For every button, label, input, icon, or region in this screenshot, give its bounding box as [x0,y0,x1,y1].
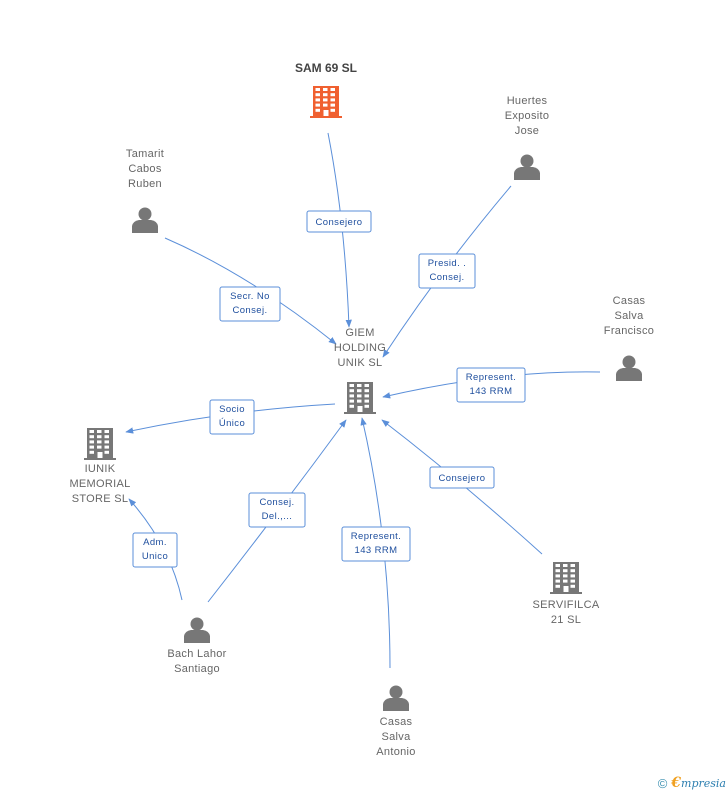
person-icon [383,685,409,711]
edge-label-box [132,532,178,568]
edge-label-box [418,253,476,289]
node-label: Tamarit [126,148,164,160]
edge-label-servifilca-to-giem[interactable]: Consejero [429,466,495,489]
edge-label-text: Consej. [232,305,267,316]
node-label: SAM 69 SL [295,61,357,75]
node-label: Casas [380,716,413,728]
edge-label-huertes-to-giem[interactable]: Presid. . Consej. [418,253,476,289]
node-label: Antonio [376,746,415,758]
node-label: Santiago [174,663,220,675]
node-servifilca[interactable]: SERVIFILCA 21 SL [533,562,600,626]
brand-logo-initial: € [671,775,682,791]
building-icon [344,382,376,414]
person-icon [184,617,210,643]
edge-label-text: Unico [142,551,168,562]
edge-label-box [456,367,526,403]
edge-label-text: Del.,... [262,511,293,522]
edge-label-sam69-to-giem[interactable]: Consejero [306,210,372,233]
edge-label-text: Represent. [351,531,401,542]
copyright-symbol: © [657,775,668,791]
node-label: GIEM [345,327,374,339]
node-label: Huertes [507,95,548,107]
edge-label-text: Secr. No [230,291,270,302]
edge-label-box [341,526,411,562]
brand-logo-text: mpresia [681,776,726,790]
node-sam69[interactable]: SAM 69 SL [295,61,357,118]
edge-label-text: Socio [219,404,245,415]
node-label: Jose [515,125,539,137]
building-icon [84,428,116,460]
edge-label-casas_a-to-giem[interactable]: Represent. 143 RRM [341,526,411,562]
edge-label-text: Consejero [439,473,486,484]
node-label: STORE SL [72,493,129,505]
node-label: Casas [613,295,646,307]
node-iunik[interactable]: IUNIK MEMORIAL STORE SL [69,428,130,505]
edge-label-tamarit-to-giem[interactable]: Secr. No Consej. [219,286,281,322]
edge-label-bach-to-iunik[interactable]: Adm. Unico [132,532,178,568]
node-label: Salva [614,310,644,322]
node-label: Bach Lahor [167,648,226,660]
edge-label-casas_f-to-giem[interactable]: Represent. 143 RRM [456,367,526,403]
node-giem[interactable]: GIEM HOLDING UNIK SL [334,327,386,414]
building-icon [550,562,582,594]
edge-label-text: Presid. . [428,258,466,269]
node-label: HOLDING [334,342,386,354]
building-icon [310,86,342,118]
person-icon [514,154,540,180]
edge-label-text: Consejero [316,217,363,228]
node-label: Salva [381,731,411,743]
node-label: IUNIK [85,463,116,475]
node-label: MEMORIAL [69,478,130,490]
edge-label-text: Único [219,418,245,429]
edge-label-box [219,286,281,322]
edge-label-box [209,399,255,435]
node-label: Cabos [128,163,161,175]
edge-label-box [429,466,495,489]
edge-label-text: Adm. [143,537,167,548]
edge-label-text: Consej. [429,272,464,283]
node-label: 21 SL [551,614,581,626]
edge-label-text: 143 RRM [355,545,398,556]
edge-label-text: 143 RRM [470,386,513,397]
edge-label-text: Represent. [466,372,516,383]
edge-label-box [248,492,306,528]
node-label: Ruben [128,178,162,190]
edge-label-box [306,210,372,233]
person-icon [616,355,642,381]
footer-brand[interactable]: © € mpresia [658,775,726,791]
person-icon [132,207,158,233]
edge-tamarit-to-giem [164,237,337,345]
nodes-layer: GIEM HOLDING UNIK SL SAM 69 SL HuertesExposi… [69,61,654,759]
node-label: SERVIFILCA [533,599,600,611]
node-label: UNIK SL [338,357,383,369]
edge-label-bach-to-giem[interactable]: Consej. Del.,... [248,492,306,528]
node-label: Exposito [505,110,550,122]
edge-label-text: Consej. [259,497,294,508]
node-label: Francisco [604,325,654,337]
